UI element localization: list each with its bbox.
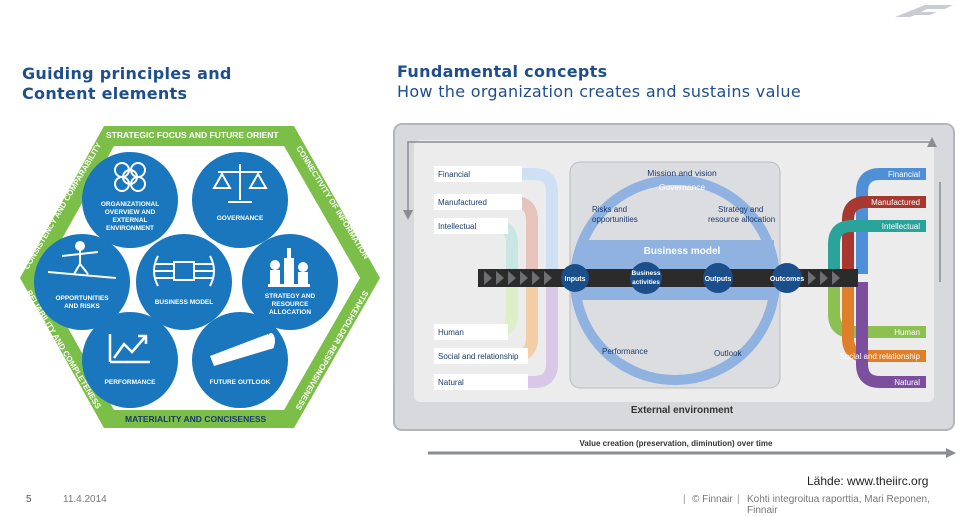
outputs-label: Outputs	[705, 276, 732, 283]
left-heading: Guiding principles and Content elements	[22, 64, 232, 104]
capital-label-bg-manufactured	[434, 194, 522, 210]
cycle-arrowhead-left	[403, 210, 413, 220]
right-capital-intellectual: Intellectual	[882, 222, 920, 231]
element-label-line3: ALLOCATION	[269, 309, 311, 316]
activities-label-line2: activities	[632, 279, 660, 286]
footer-date: 11.4.2014	[63, 494, 107, 505]
footer-separator-1: |	[683, 494, 686, 505]
element-business-model: BUSINESS MODEL	[136, 234, 232, 330]
right-capital-flows	[828, 168, 926, 388]
scales-icon	[212, 164, 268, 203]
external-environment-label: External environment	[631, 405, 734, 416]
element-label-line1: BUSINESS MODEL	[155, 299, 214, 306]
outlook-label: Outlook	[714, 349, 743, 358]
business-model-label: Business model	[644, 246, 721, 257]
element-future-outlook: FUTURE OUTLOOK	[192, 312, 288, 408]
rising-chart-icon	[108, 334, 150, 364]
capital-label-bg-natural	[434, 374, 528, 390]
footer-presentation: Kohti integroitua raporttia, Mari Repone…	[747, 494, 930, 516]
element-label-line1: FUTURE OUTLOOK	[210, 379, 271, 386]
risks-label-line1: Risks and	[592, 205, 627, 214]
element-label-line2: OVERVIEW AND	[105, 209, 156, 216]
left-capital-human: Human	[438, 328, 464, 337]
strategy-label-line1: Strategy and	[718, 205, 763, 214]
finnair-logo	[895, 5, 953, 17]
element-performance: PERFORMANCE	[82, 312, 178, 408]
element-governance: GOVERNANCE	[192, 152, 288, 248]
capital-label-bg-financial	[434, 166, 522, 182]
footer-copyright: © Finnair	[692, 494, 733, 505]
right-subtitle: How the organization creates and sustain…	[397, 82, 802, 101]
left-capital-manufactured: Manufactured	[438, 198, 487, 207]
risks-label-line2: opportunities	[592, 215, 638, 224]
mission-label: Mission and vision	[647, 168, 717, 178]
left-title-line1: Guiding principles and	[22, 64, 232, 83]
element-opportunities-risks: OPPORTUNITIES AND RISKS	[34, 234, 130, 330]
capital-label-bg-social	[434, 348, 528, 364]
edge-label-bottom: MATERIALITY AND CONCISENESS	[125, 414, 267, 424]
element-label-line2: AND RISKS	[64, 303, 100, 310]
element-label-line1: OPPORTUNITIES	[55, 295, 109, 302]
element-label-line1: PERFORMANCE	[105, 379, 157, 386]
right-capital-social: Social and relationship	[840, 352, 921, 361]
element-organizational-overview: ORGANIZATIONAL OVERVIEW AND EXTERNAL ENV…	[82, 152, 178, 248]
right-capital-manufactured: Manufactured	[871, 198, 920, 207]
element-strategy: STRATEGY AND RESOURCE ALLOCATION	[242, 234, 338, 330]
element-label-line1: GOVERNANCE	[217, 215, 264, 222]
element-label-line1: STRATEGY AND	[265, 293, 316, 300]
left-capital-financial: Financial	[438, 170, 470, 179]
activities-label-line1: Business	[632, 270, 661, 277]
element-label-line2: RESOURCE	[272, 301, 310, 308]
right-capital-human: Human	[894, 328, 920, 337]
business-model-icon	[153, 255, 215, 287]
inputs-label: Inputs	[565, 276, 586, 283]
tightrope-walker-icon	[47, 241, 117, 279]
outcomes-label: Outcomes	[770, 276, 804, 283]
left-title-line2: Content elements	[22, 84, 188, 103]
content-elements-hexagon: STRATEGIC FOCUS AND FUTURE ORIENTATION C…	[18, 122, 380, 428]
chess-pieces-icon	[268, 248, 310, 287]
timeline-label: Value creation (preservation, diminution…	[580, 439, 773, 448]
cycle-arrow-top	[407, 141, 932, 212]
element-label-line3: EXTERNAL	[112, 217, 147, 224]
governance-label: Governance	[659, 182, 706, 192]
edge-label-top: STRATEGIC FOCUS AND FUTURE ORIENTATION	[18, 122, 279, 140]
timeline-arrowhead	[946, 448, 956, 458]
value-creation-diagram: Financial Manufactured Intellectual Huma…	[393, 123, 956, 458]
cycle-arrowhead-right	[927, 137, 937, 147]
flow-nodes	[561, 262, 802, 294]
performance-label: Performance	[602, 347, 648, 356]
right-capital-natural: Natural	[894, 378, 920, 387]
left-capital-intellectual: Intellectual	[438, 222, 476, 231]
right-title: Fundamental concepts	[397, 62, 608, 81]
left-capital-natural: Natural	[438, 378, 464, 387]
page-number: 5	[26, 494, 32, 505]
left-capital-social: Social and relationship	[438, 352, 519, 361]
footer-separator-2: |	[737, 494, 740, 505]
capital-label-bg-intellectual	[434, 218, 508, 234]
element-label-line1: ORGANIZATIONAL	[101, 201, 159, 208]
network-rings-icon	[114, 162, 146, 192]
telescope-icon	[210, 333, 275, 366]
strategy-label-line2: resource allocation	[708, 215, 775, 224]
right-capital-financial: Financial	[888, 170, 920, 179]
source-label: Lähde: www.theiirc.org	[807, 474, 929, 488]
capital-label-bg-human	[434, 324, 508, 340]
element-label-line4: ENVIRONMENT	[106, 225, 154, 232]
